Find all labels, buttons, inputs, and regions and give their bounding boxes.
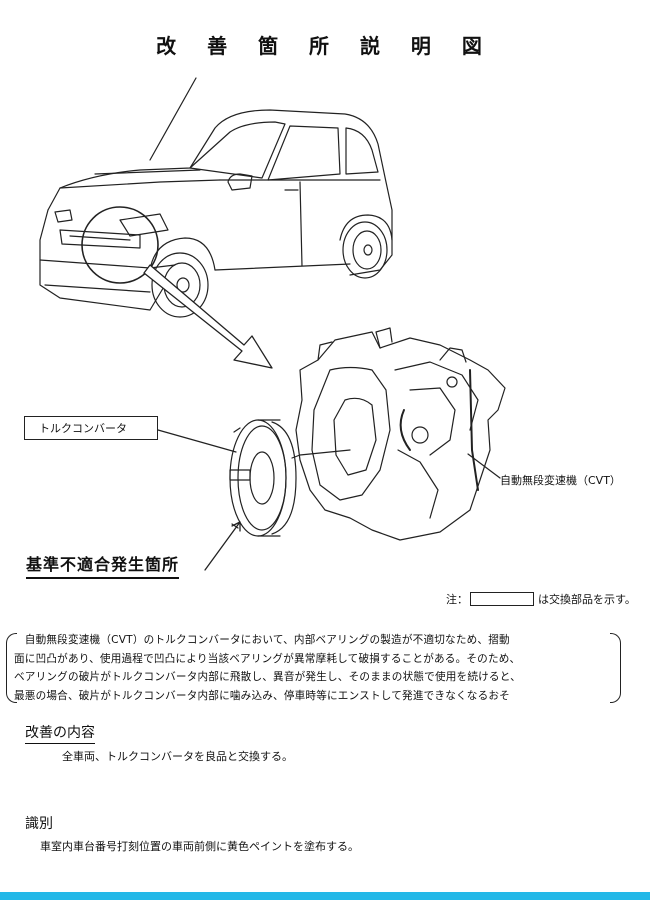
replacement-note: 注： は交換部品を示す。: [446, 591, 636, 607]
cvt-label: 自動無段変速機（CVT）: [500, 474, 621, 487]
torque-converter-drawing: [229, 419, 297, 537]
improvement-heading: 改善の内容: [25, 722, 95, 744]
highlight-circle: [81, 206, 159, 284]
defect-arrow: [204, 521, 241, 571]
identification-heading: 識別: [25, 816, 53, 832]
description-line: 自動無段変速機（CVT）のトルクコンバータにおいて、内部ベアリングの製造が不適切…: [14, 634, 510, 646]
note-suffix: は交換部品を示す。: [538, 593, 636, 606]
improvement-text: 全車両、トルクコンバータを良品と交換する。: [62, 750, 293, 763]
car-drawing: [39, 109, 393, 318]
tc-leader: [157, 429, 237, 453]
note-legend-box: [470, 592, 534, 606]
defect-description: 自動無段変速機（CVT）のトルクコンバータにおいて、内部ベアリングの製造が不適切…: [14, 631, 614, 705]
identification-text: 車室内車台番号打刻位置の車両前側に黄色ペイントを塗布する。: [40, 840, 359, 853]
description-line: ベアリングの破片がトルクコンバータ内部に飛散し、異音が発生し、そのままの状態で使…: [14, 671, 521, 683]
cvt-leader: [467, 453, 501, 479]
defect-location-label: 基準不適合発生箇所: [26, 551, 180, 579]
footer-bar: [0, 892, 650, 900]
leader-line: [149, 77, 197, 161]
illustration: [39, 77, 506, 571]
cvt-drawing: [291, 327, 506, 541]
description-line: 最悪の場合、破片がトルクコンバータ内部に噛み込み、停車時等にエンストして発進でき…: [14, 689, 510, 702]
description-line: 面に凹凸があり、使用過程で凹凸により当該ベアリングが異常摩耗して破損することがあ…: [14, 652, 521, 665]
torque-converter-label: トルクコンバータ: [24, 416, 158, 440]
page-title: 改 善 箇 所 説 明 図: [156, 34, 494, 58]
note-prefix: 注：: [446, 593, 468, 606]
pointer-arrow: [143, 264, 273, 369]
